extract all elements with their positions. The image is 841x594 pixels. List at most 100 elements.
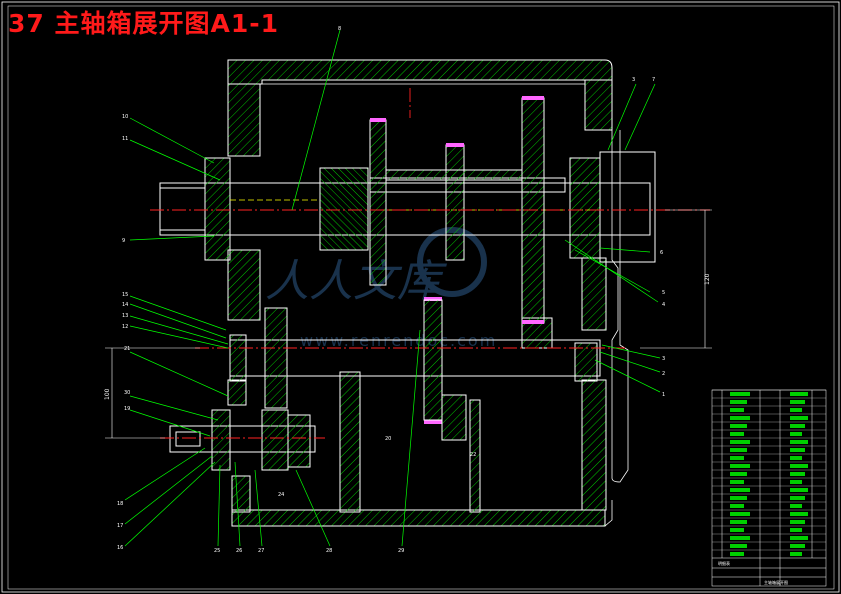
lower-shaft-bearing-right [574, 342, 598, 382]
callout-right-1: 3 [632, 77, 635, 83]
parts-list-cell-text [730, 496, 747, 500]
parts-list-cell-text [790, 408, 802, 412]
lower-shaft-bearing-left [229, 334, 247, 382]
parts-list-cell-text [790, 392, 808, 396]
housing-left-wall-upper [227, 83, 261, 157]
callout-left-12: 17 [117, 523, 123, 529]
parts-list-cell-text [730, 544, 747, 548]
housing-right-wall-upper [584, 79, 613, 131]
parts-list-cell-text [790, 400, 805, 404]
callout-bottom-3: 27 [258, 548, 264, 554]
callout-bottom-6: 24 [278, 492, 284, 498]
parts-list-cell-text [790, 480, 802, 484]
callout-left-11: 18 [117, 501, 123, 507]
spindle-gears [369, 97, 545, 324]
input-gear-1 [261, 409, 289, 471]
parts-list-cell-text [730, 520, 747, 524]
housing-top-wall [227, 59, 613, 85]
housing-left-wall-mid [227, 249, 261, 321]
housing [227, 59, 613, 527]
spindle-mid [319, 167, 369, 251]
housing-outline [232, 83, 629, 527]
callouts: 8 3 7 6 5 4 3 2 1 10 11 9 15 14 13 12 21… [117, 26, 665, 554]
housing-web-1 [339, 371, 361, 513]
leader-lines [124, 29, 661, 547]
dimension-100: 100 [104, 388, 111, 400]
callout-bottom-2: 26 [236, 548, 242, 554]
parts-list-cell-text [790, 520, 805, 524]
drawing-name: 主轴箱展开图 [764, 579, 788, 585]
callout-left-2: 11 [122, 136, 128, 142]
parts-list-cell-text [790, 552, 802, 556]
parts-list-cell-text [790, 440, 808, 444]
parts-list-cell-text [790, 512, 808, 516]
housing-web-3 [469, 399, 481, 513]
parts-list-cell-text [790, 416, 808, 420]
parts-list-cell-text [730, 464, 750, 468]
callout-bottom-5: 29 [398, 548, 404, 554]
callout-bottom-1: 25 [214, 548, 220, 554]
dimension-lines [105, 209, 712, 439]
callout-left-6: 13 [122, 313, 128, 319]
callout-bottom-7: 20 [385, 436, 391, 442]
parts-list-rows [712, 389, 826, 551]
callout-top-1: 8 [338, 26, 341, 32]
parts-list-cell-text [790, 536, 808, 540]
callout-left-5: 14 [122, 302, 128, 308]
parts-list-table [711, 389, 827, 587]
housing-bottom-left [231, 475, 251, 513]
callout-left-7: 12 [122, 324, 128, 330]
input-bearing [211, 409, 231, 471]
callout-left-4: 15 [122, 292, 128, 298]
parts-list-cell-text [730, 536, 750, 540]
callout-bottom-4: 28 [326, 548, 332, 554]
parts-list-cell-text [790, 496, 805, 500]
parts-list-cell-text [730, 456, 744, 460]
callout-right-6: 3 [662, 356, 665, 362]
gear-upper-1 [369, 119, 387, 286]
callout-right-2: 7 [652, 77, 655, 83]
parts-list-cell-text [730, 416, 750, 420]
parts-list-cell-text [790, 528, 802, 532]
spindle-front-cap [159, 187, 206, 231]
spindle-left-bearing [204, 157, 231, 261]
callout-right-3: 6 [660, 250, 663, 256]
parts-list-cell-text [790, 504, 802, 508]
housing-right-wall-lower [581, 379, 607, 511]
parts-list-cell-text [730, 552, 744, 556]
lower-gear-1 [264, 307, 288, 409]
gear-upper-hub [385, 169, 523, 181]
parts-list-cell-text [730, 440, 750, 444]
parts-list-cell-text [730, 392, 750, 396]
callout-right-5: 4 [662, 302, 665, 308]
parts-list-cell-text [790, 456, 802, 460]
callout-left-3: 9 [122, 238, 125, 244]
parts-list-cells [730, 392, 808, 556]
parts-list-cell-text [790, 488, 808, 492]
spindle-shaft [159, 151, 656, 263]
housing-bottom-wall [231, 509, 606, 527]
spindle-right-flange [569, 157, 601, 259]
gear-upper-3 [521, 97, 545, 324]
dimension-120: 120 [704, 273, 711, 285]
input-shaft-body [169, 425, 316, 453]
callout-left-1: 10 [122, 114, 128, 120]
lower-gear-2 [423, 299, 443, 421]
callout-right-7: 2 [662, 371, 665, 377]
callout-bottom-8: 22 [470, 452, 476, 458]
callout-left-13: 16 [117, 545, 123, 551]
lower-shaft [229, 299, 601, 441]
parts-list-cell-text [730, 408, 744, 412]
parts-list-cell-text [790, 424, 805, 428]
housing-left-wall-lower [227, 379, 247, 406]
watermark-brand: 人人文库 [265, 256, 448, 307]
parts-list-cell-text [790, 544, 805, 548]
callout-right-4: 5 [662, 290, 665, 296]
callout-left-9: 30 [124, 390, 130, 396]
centerlines [150, 88, 710, 439]
callout-left-8: 21 [124, 346, 130, 352]
parts-list-title: 明细表 [718, 560, 730, 566]
parts-list-cell-text [730, 432, 744, 436]
